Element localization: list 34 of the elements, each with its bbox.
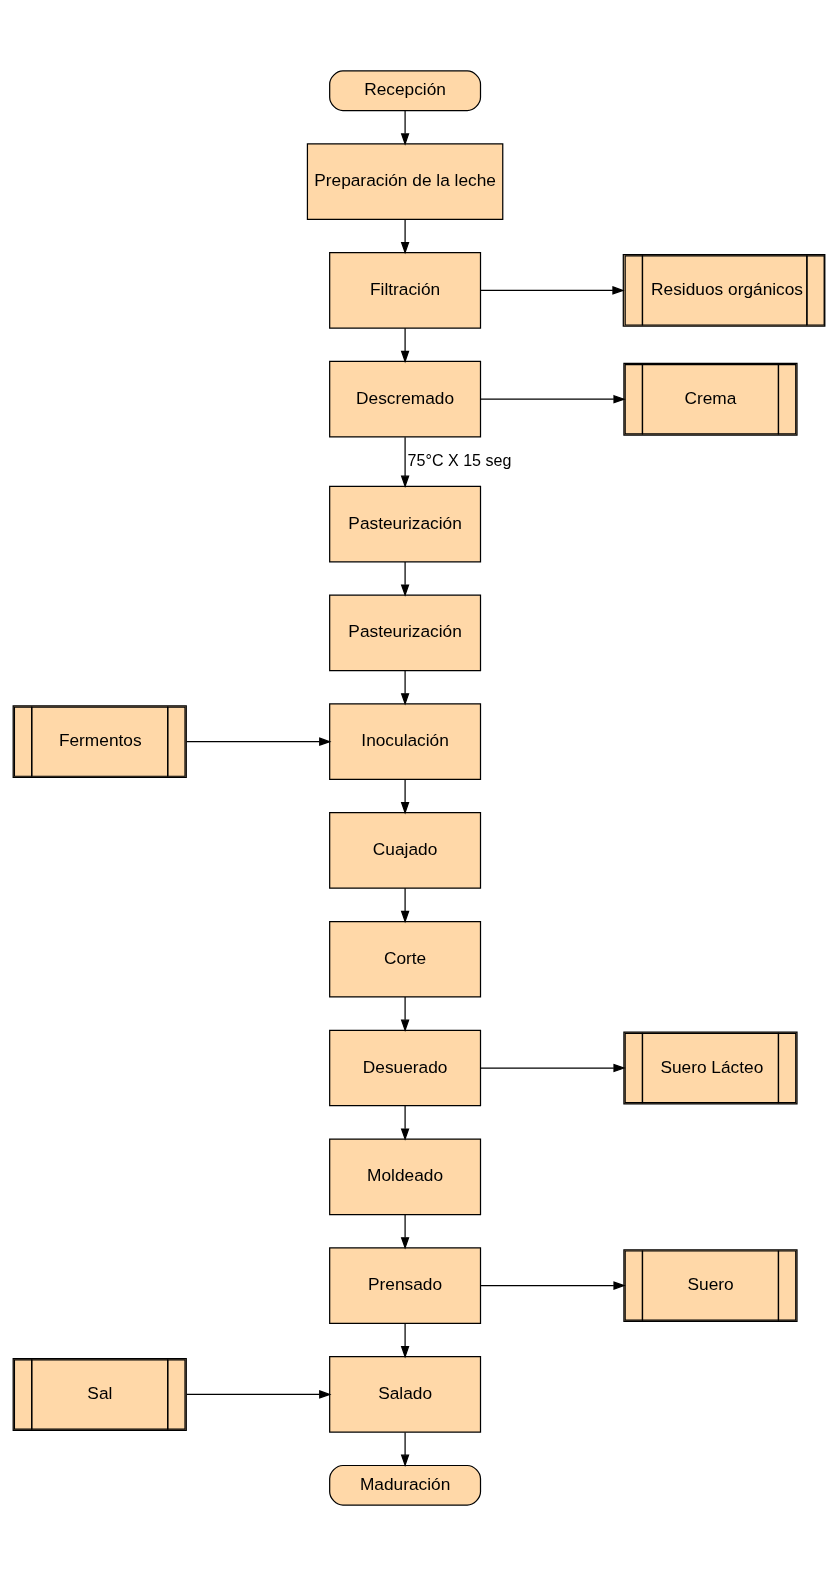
node-box: Descremado <box>329 360 482 437</box>
node-box: Cuajado <box>329 811 482 889</box>
arrow <box>480 1280 626 1290</box>
edge-label: 75°C X 15 seg <box>407 450 512 469</box>
node-box: Preparación de la leche <box>306 142 504 220</box>
node-box: Pasteurización <box>329 594 482 671</box>
arrow <box>400 887 410 923</box>
arrow <box>400 218 410 254</box>
arrow <box>400 1104 410 1141</box>
node-box: Inoculación <box>329 702 482 780</box>
arrow <box>400 327 410 363</box>
arrow <box>480 285 625 295</box>
arrow <box>400 109 410 146</box>
node-box: Desuerado <box>329 1029 482 1106</box>
arrow <box>400 436 410 488</box>
node-box: Pasteurización <box>329 485 482 562</box>
node-box: Maduración <box>329 1464 482 1506</box>
arrow <box>480 394 626 403</box>
node-box: Filtración <box>329 251 482 329</box>
arrow <box>400 1322 410 1358</box>
node-box: Corte <box>329 920 482 998</box>
arrow <box>400 1431 410 1467</box>
arrow <box>186 736 332 746</box>
arrow <box>400 669 410 706</box>
arrow <box>400 778 410 814</box>
arrow <box>400 560 410 597</box>
arrow <box>480 1063 626 1072</box>
arrow <box>400 1213 410 1250</box>
node-box: Recepción <box>329 69 482 111</box>
node-box: Salado <box>329 1355 482 1433</box>
arrow <box>400 995 410 1032</box>
arrow <box>186 1389 332 1399</box>
node-box: Moldeado <box>329 1138 482 1215</box>
node-box: Prensado <box>329 1246 482 1324</box>
